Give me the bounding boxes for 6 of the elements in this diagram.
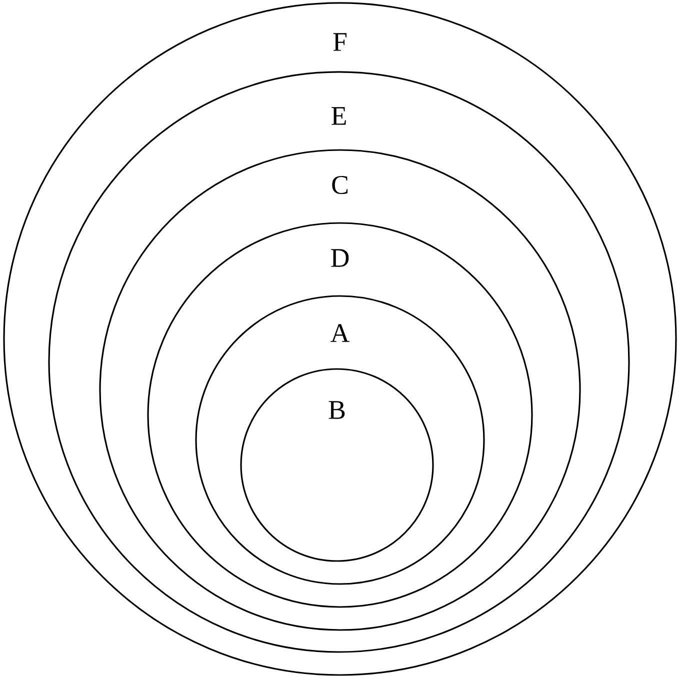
circle-label: F (333, 33, 346, 51)
circle-label: D (331, 249, 349, 267)
circle-label: C (332, 176, 348, 194)
circle-label: B (328, 401, 345, 419)
circle-label: E (332, 107, 346, 125)
circle-label: A (330, 324, 350, 342)
